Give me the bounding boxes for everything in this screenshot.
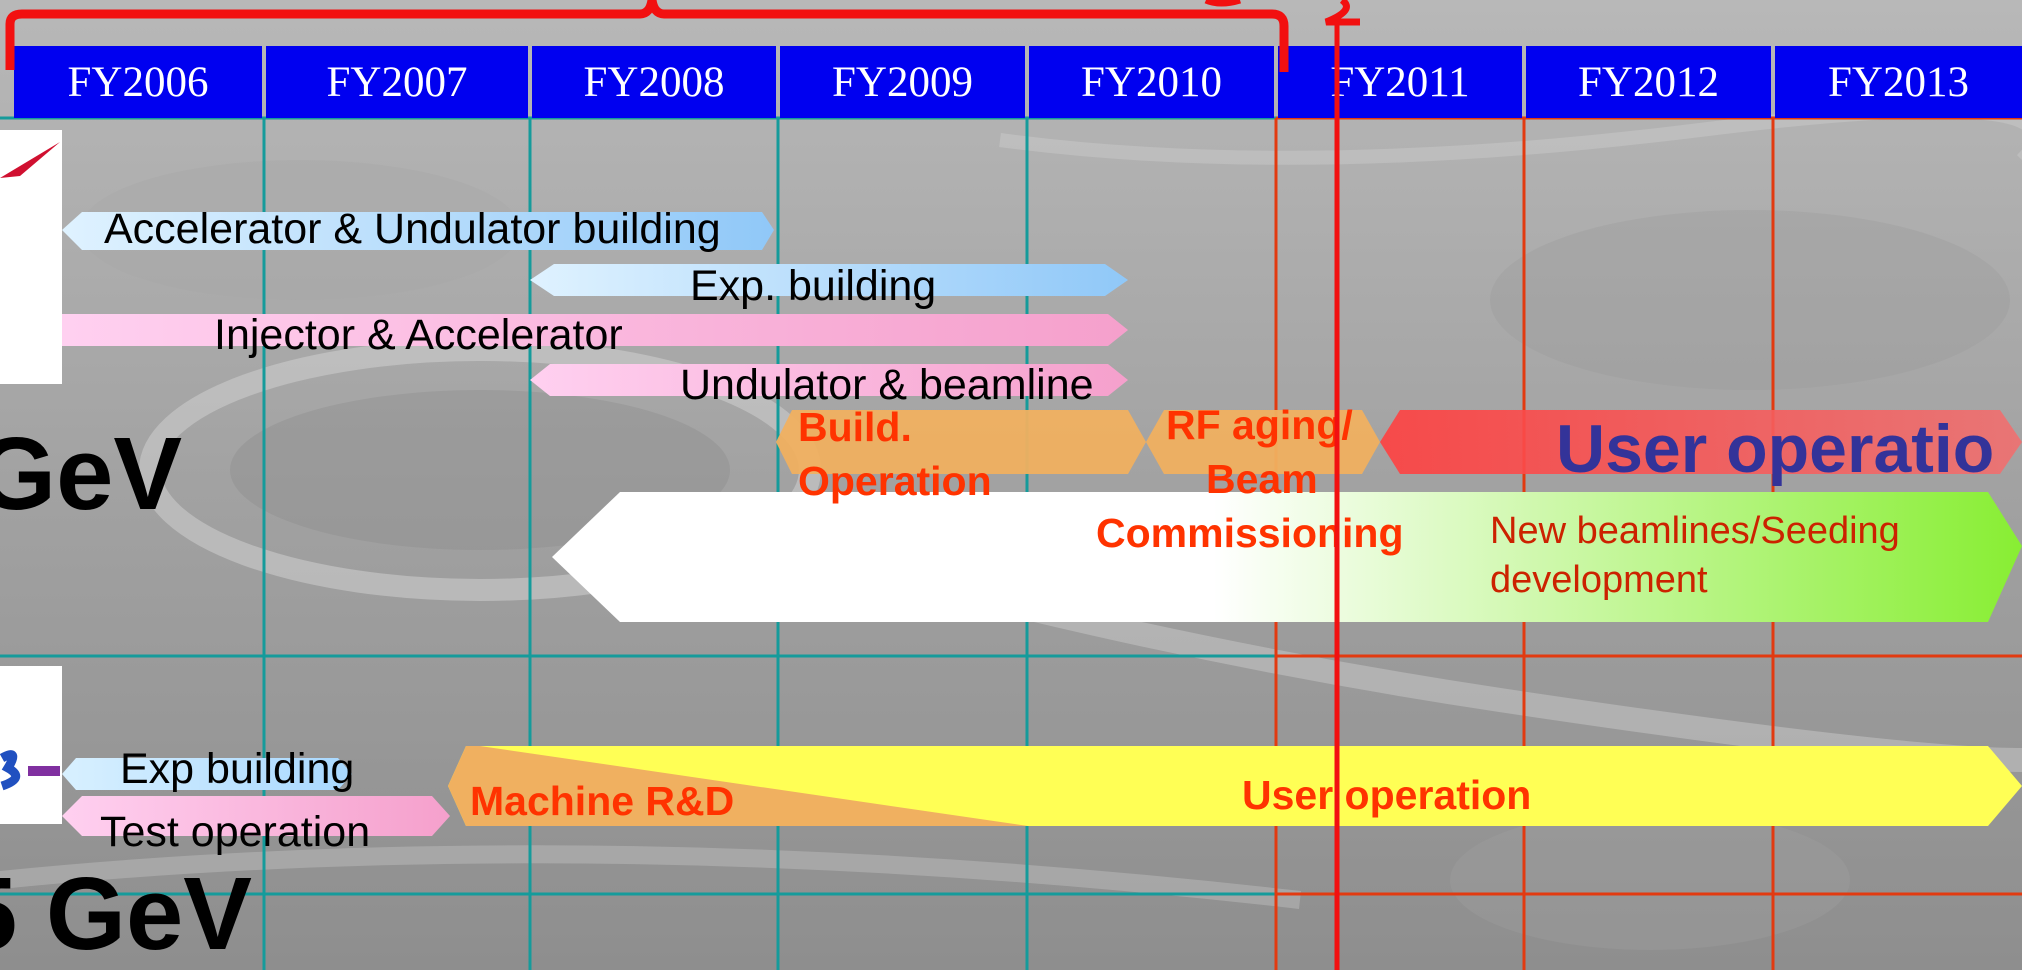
period-bracket [10, 0, 1284, 72]
